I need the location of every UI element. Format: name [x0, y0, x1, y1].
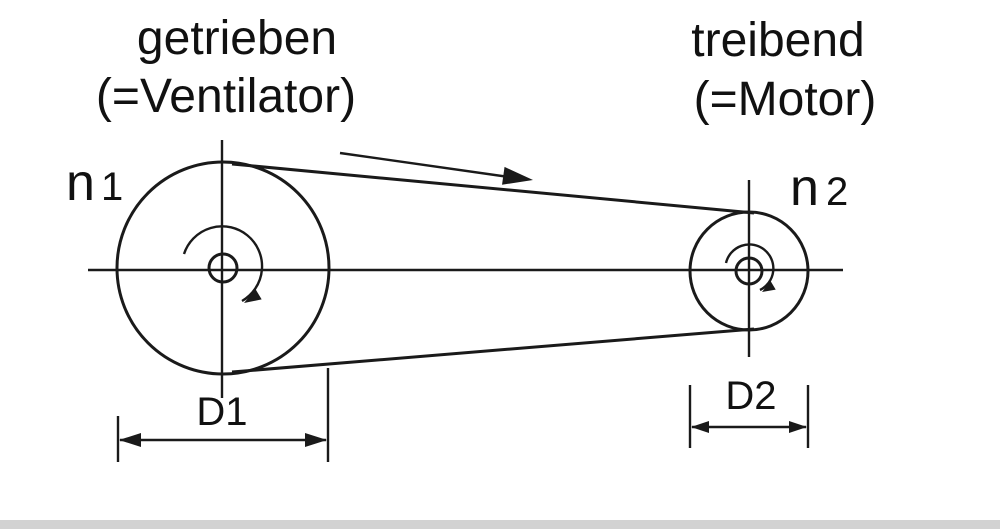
belt-direction-arrow-head-icon	[502, 166, 533, 185]
left-rotation-arrow-arc	[182, 225, 264, 303]
label-n1-index: 1	[101, 165, 123, 209]
label-d1: D1	[196, 390, 247, 434]
label-n1-base: n	[66, 154, 95, 212]
label-n2-base: n	[790, 159, 819, 217]
label-n2-index: 2	[826, 170, 848, 214]
label-d2: D2	[725, 374, 776, 418]
right-pulley-hub	[734, 256, 764, 286]
label-driving-line1: treibend	[691, 14, 864, 67]
horizontal-scrollbar[interactable]	[0, 520, 1000, 529]
left-rotation-arrow-head-icon	[244, 289, 262, 303]
label-driven-line1: getrieben	[137, 12, 337, 65]
belt-top-line	[231, 162, 755, 215]
left-pulley-hub	[207, 252, 239, 284]
belt-direction-arrow-shaft	[339, 151, 510, 179]
label-driving-line2: (=Motor)	[694, 73, 877, 126]
left-pulley-circle	[115, 160, 331, 376]
d1-arrowhead-left-icon	[119, 433, 141, 447]
d1-arrowhead-right-icon	[305, 433, 327, 447]
d2-arrowhead-left-icon	[691, 421, 709, 433]
label-driven-line2: (=Ventilator)	[96, 70, 356, 123]
right-rotation-arrow-arc	[724, 243, 775, 292]
right-rotation-arrow-head-icon	[762, 281, 776, 292]
d2-arrowhead-right-icon	[789, 421, 807, 433]
belt-bottom-line	[231, 327, 755, 374]
